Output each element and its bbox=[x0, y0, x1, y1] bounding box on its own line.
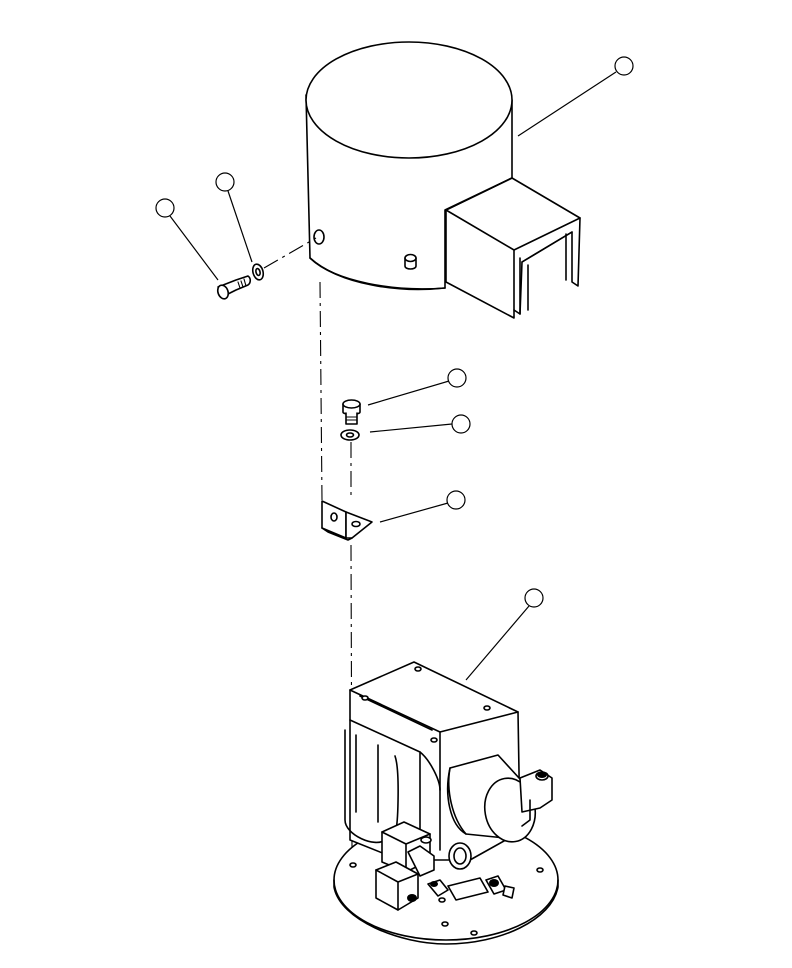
callout-screw bbox=[155, 198, 219, 281]
callout-washer bbox=[369, 414, 471, 434]
callout-valve-assembly bbox=[465, 588, 544, 681]
angle-bracket bbox=[321, 500, 373, 541]
valve-assembly bbox=[333, 661, 559, 945]
flat-washer bbox=[340, 429, 360, 441]
callout-bolt bbox=[367, 368, 467, 406]
assembly-line-screw bbox=[263, 237, 317, 269]
callout-bracket bbox=[379, 490, 466, 523]
hex-bolt bbox=[342, 399, 361, 425]
callout-cover bbox=[517, 56, 634, 137]
motor-cover bbox=[305, 41, 581, 319]
callout-lock-washer bbox=[215, 172, 253, 263]
cap-screw bbox=[216, 275, 252, 300]
lock-washer bbox=[251, 263, 265, 281]
assembly-line-cover bbox=[319, 281, 323, 501]
